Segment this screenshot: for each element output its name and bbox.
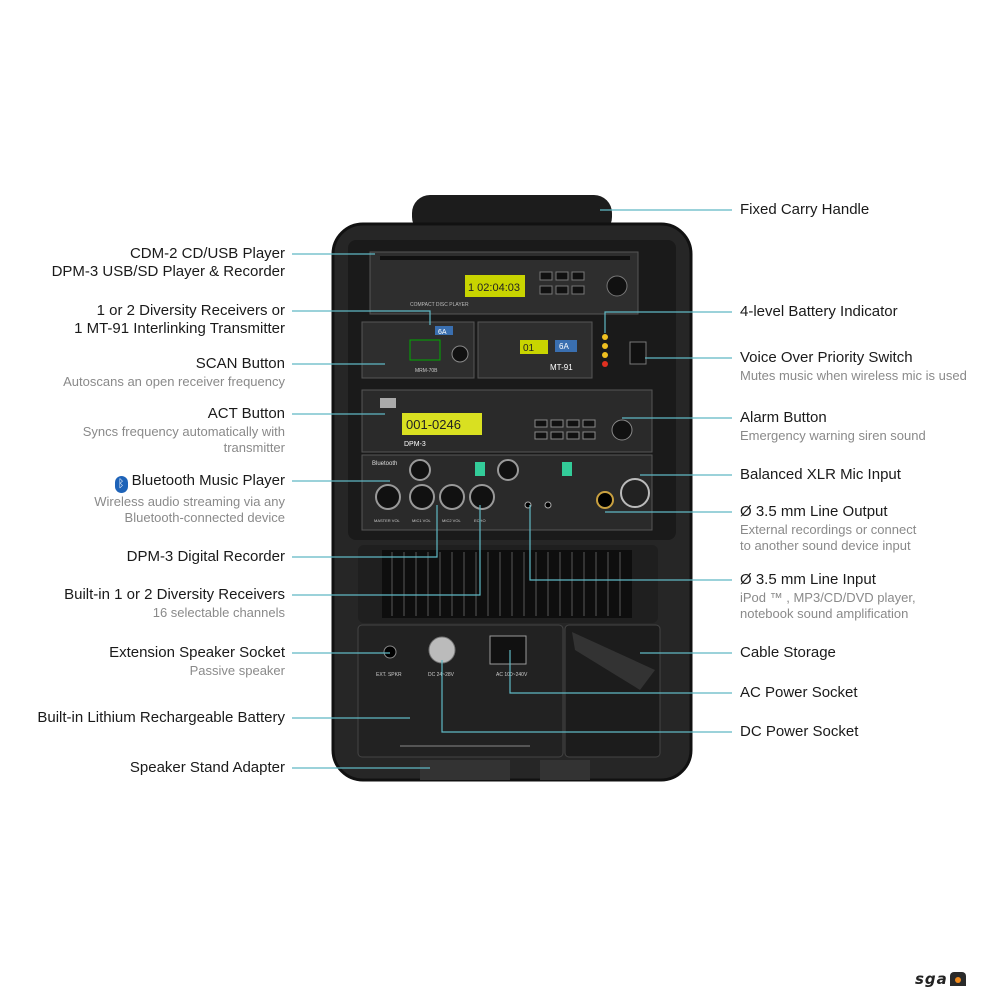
label-dpm3-recorder: DPM-3 Digital Recorder [126, 548, 285, 565]
alarm-button [611, 419, 633, 441]
voice-over-switch [629, 341, 647, 365]
svg-text:6A: 6A [438, 329, 447, 336]
dpm-lcd: 001-0246 [406, 417, 461, 432]
svg-text:MASTER VOL: MASTER VOL [374, 518, 401, 523]
label-battery: Built-in Lithium Rechargeable Battery [37, 709, 285, 726]
bluetooth-icon: ᛒ [114, 476, 128, 493]
label-cable-storage: Cable Storage [740, 644, 836, 661]
svg-text:COMPACT DISC PLAYER: COMPACT DISC PLAYER [410, 302, 469, 308]
ext-speaker-socket [383, 645, 397, 659]
bottom-panel: EXT. SPKR DC 24~28V AC 100~240V [357, 624, 661, 758]
dpm3-recorder-panel: 001-0246 DPM-3 [361, 389, 653, 453]
svg-text:MIC2 VOL: MIC2 VOL [442, 518, 461, 523]
brand-logo: sga [915, 970, 966, 988]
ac-socket [489, 635, 527, 665]
dc-socket [428, 636, 456, 664]
leader-lines [292, 209, 732, 769]
label-carry-handle: Fixed Carry Handle [740, 201, 870, 218]
cd-player-panel: 1 02:04:03 COMPACT DISC PLAYER [369, 251, 639, 315]
receiver-panel: 6A MRM-70B 01 6A MT-91 [361, 321, 647, 379]
svg-text:DPM-3: DPM-3 [404, 441, 426, 448]
svg-text:01: 01 [523, 343, 535, 354]
svg-text:AC 100~240V: AC 100~240V [496, 672, 528, 678]
label-ac-socket: AC Power Socket [740, 684, 858, 701]
svg-text:6A: 6A [559, 342, 569, 351]
label-battery-indicator: 4-level Battery Indicator [740, 303, 898, 320]
stand-adapter [420, 760, 510, 780]
cd-lcd: 1 02:04:03 [468, 282, 520, 294]
label-xlr-input: Balanced XLR Mic Input [740, 466, 901, 483]
svg-text:MT-91: MT-91 [550, 363, 573, 372]
svg-text:MIC1 VOL: MIC1 VOL [412, 518, 431, 523]
mixer-panel: Bluetooth MASTER VOL MIC1 VOL MIC2 VOL E… [361, 454, 653, 531]
xlr-input [620, 478, 650, 508]
brand-logo-icon [949, 972, 966, 986]
svg-text:MRM-70B: MRM-70B [415, 368, 438, 374]
svg-text:EXT. SPKR: EXT. SPKR [376, 672, 402, 678]
svg-text:DC 24~28V: DC 24~28V [428, 672, 455, 678]
heatsink [382, 550, 632, 618]
label-dc-socket: DC Power Socket [740, 723, 859, 740]
battery-indicator-leds [602, 334, 608, 367]
label-stand-adapter: Speaker Stand Adapter [129, 759, 285, 776]
svg-text:Bluetooth: Bluetooth [372, 461, 397, 467]
